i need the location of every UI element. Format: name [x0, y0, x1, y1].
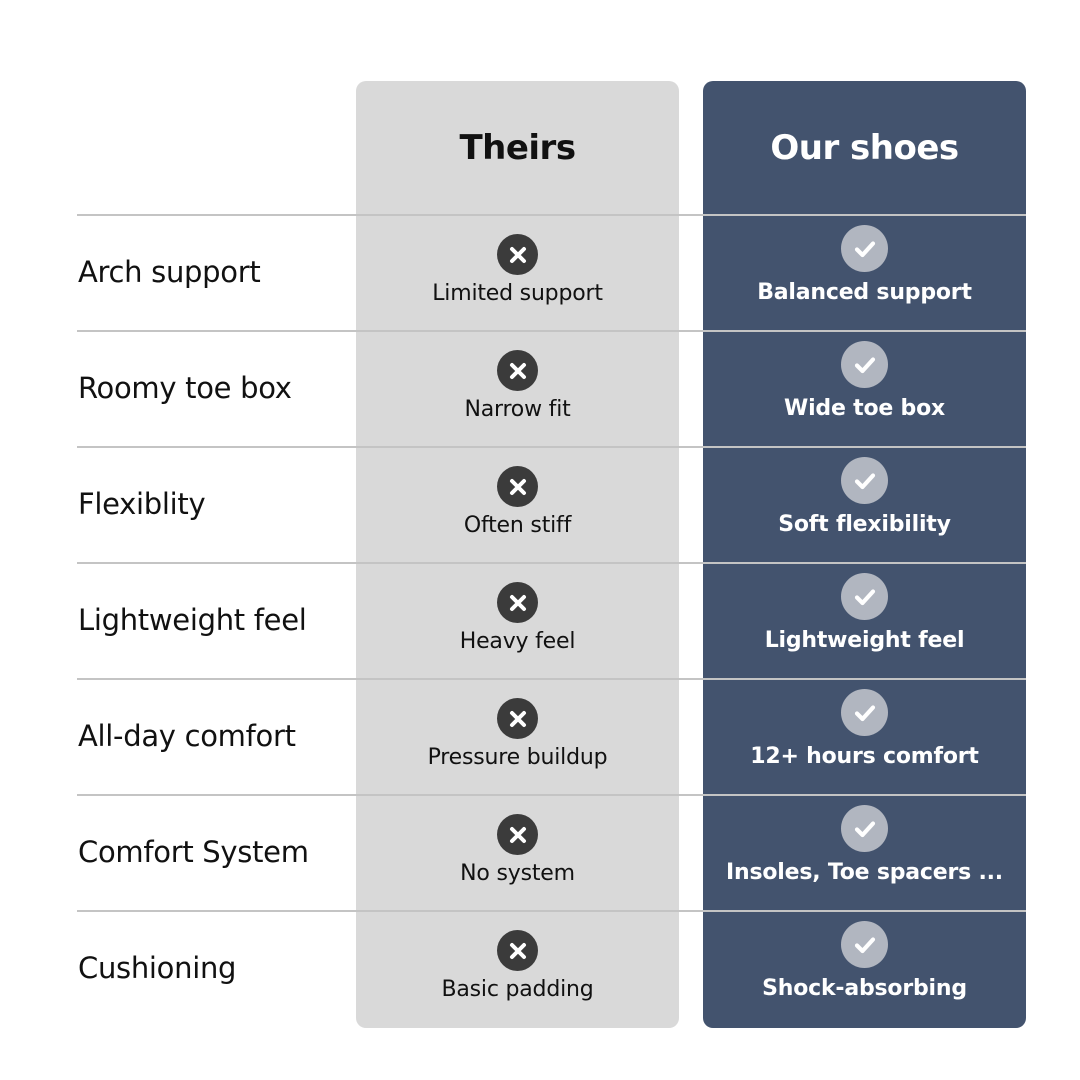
- x-circle-icon: [497, 814, 538, 855]
- ours-cell-text: Wide toe box: [784, 396, 945, 421]
- ours-column-header: Our shoes: [770, 127, 959, 168]
- check-circle-icon: [841, 225, 888, 272]
- x-circle-icon: [497, 698, 538, 739]
- row-divider: [77, 794, 1026, 796]
- row-divider: [77, 330, 1026, 332]
- check-circle-icon: [841, 689, 888, 736]
- check-circle-icon: [841, 457, 888, 504]
- ours-cell-text: Insoles, Toe spacers ...: [726, 860, 1003, 885]
- row-divider: [77, 214, 1026, 216]
- ours-cell: 12+ hours comfort: [703, 689, 1026, 769]
- theirs-cell: No system: [356, 814, 679, 886]
- theirs-column-header: Theirs: [459, 127, 576, 168]
- row-divider: [77, 562, 1026, 564]
- ours-cell: Soft flexibility: [703, 457, 1026, 537]
- theirs-cell-text: Limited support: [432, 281, 603, 306]
- ours-cell: Insoles, Toe spacers ...: [703, 805, 1026, 885]
- row-divider: [77, 678, 1026, 680]
- row-divider: [77, 910, 1026, 912]
- theirs-cell-text: Often stiff: [463, 513, 572, 538]
- check-circle-icon: [841, 573, 888, 620]
- theirs-cell: Often stiff: [356, 466, 679, 538]
- ours-cell: Lightweight feel: [703, 573, 1026, 653]
- theirs-cell: Limited support: [356, 234, 679, 306]
- check-circle-icon: [841, 805, 888, 852]
- theirs-cell-text: Pressure buildup: [427, 745, 608, 770]
- check-circle-icon: [841, 341, 888, 388]
- row-label: Comfort System: [78, 835, 309, 869]
- theirs-cell-text: Basic padding: [441, 977, 594, 1002]
- x-circle-icon: [497, 930, 538, 971]
- row-label: All-day comfort: [78, 719, 296, 753]
- x-circle-icon: [497, 582, 538, 623]
- theirs-cell-text: Heavy feel: [459, 629, 576, 654]
- ours-column: [703, 81, 1026, 1028]
- ours-cell-text: Balanced support: [757, 280, 972, 305]
- ours-cell: Balanced support: [703, 225, 1026, 305]
- theirs-cell: Heavy feel: [356, 582, 679, 654]
- row-divider: [77, 446, 1026, 448]
- theirs-cell: Basic padding: [356, 930, 679, 1002]
- x-circle-icon: [497, 234, 538, 275]
- ours-cell-text: Lightweight feel: [764, 628, 965, 653]
- x-circle-icon: [497, 350, 538, 391]
- theirs-cell: Pressure buildup: [356, 698, 679, 770]
- row-label: Lightweight feel: [78, 603, 307, 637]
- check-circle-icon: [841, 921, 888, 968]
- theirs-cell: Narrow fit: [356, 350, 679, 422]
- row-label: Roomy toe box: [78, 371, 292, 405]
- theirs-cell-text: Narrow fit: [464, 397, 571, 422]
- theirs-cell-text: No system: [460, 861, 575, 886]
- ours-cell: Shock-absorbing: [703, 921, 1026, 1001]
- ours-cell-text: Shock-absorbing: [762, 976, 967, 1001]
- ours-cell-text: Soft flexibility: [778, 512, 951, 537]
- ours-cell: Wide toe box: [703, 341, 1026, 421]
- row-label: Cushioning: [78, 951, 237, 985]
- x-circle-icon: [497, 466, 538, 507]
- row-label: Arch support: [78, 255, 261, 289]
- ours-cell-text: 12+ hours comfort: [750, 744, 979, 769]
- row-label: Flexiblity: [78, 487, 206, 521]
